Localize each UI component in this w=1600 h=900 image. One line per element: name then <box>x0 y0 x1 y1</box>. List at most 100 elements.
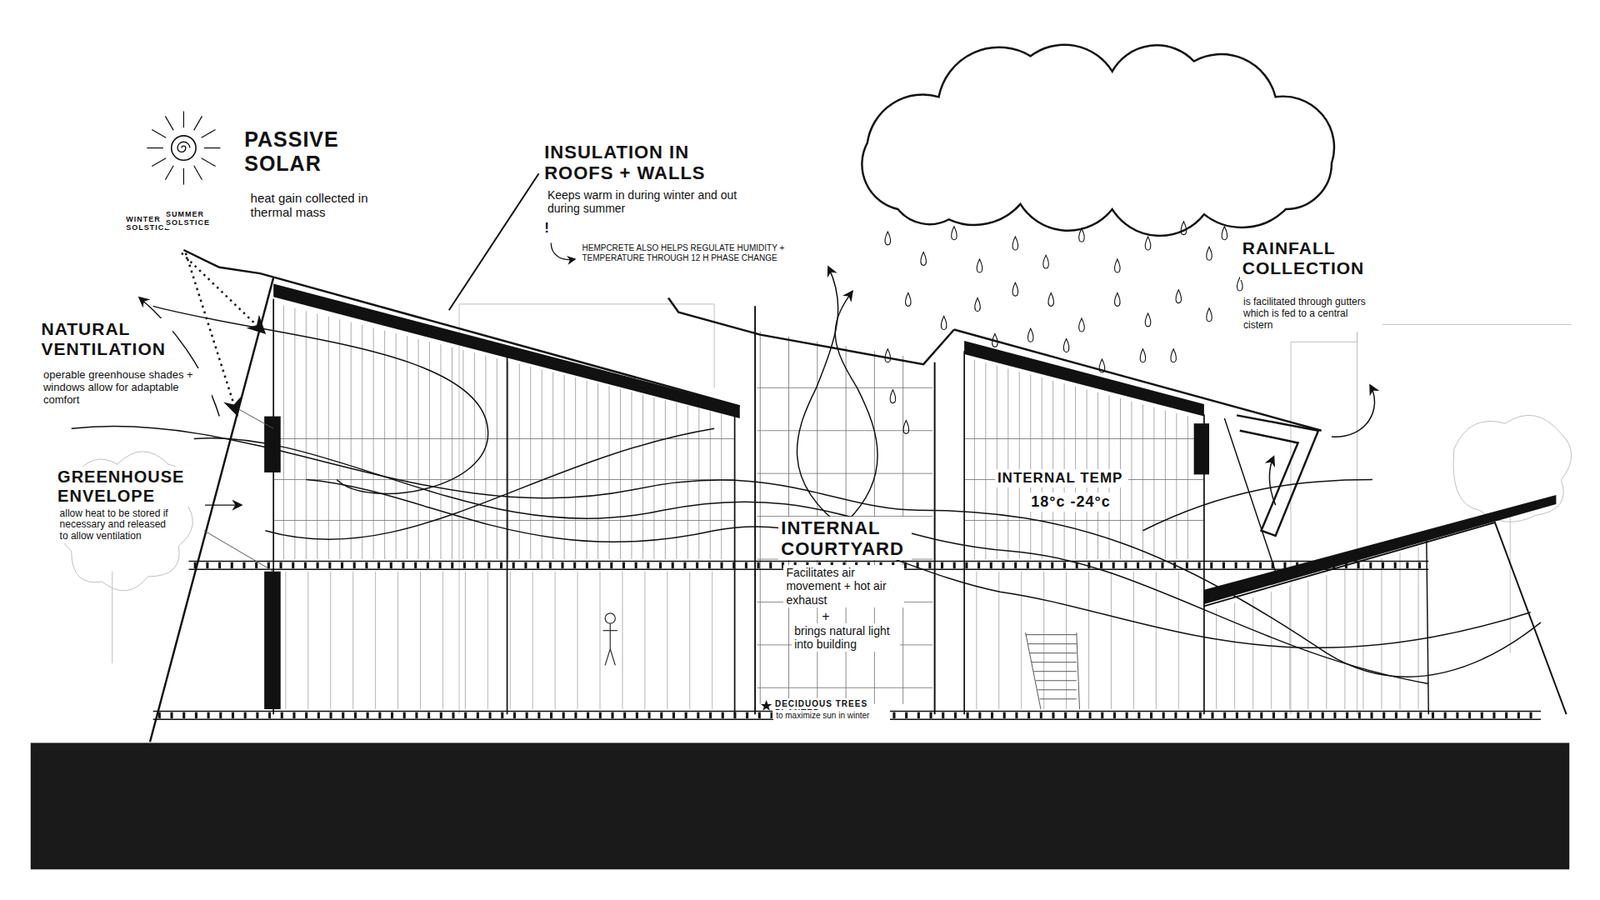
annotation-heading: 18°c -24°c <box>1028 492 1120 512</box>
floor-joist <box>476 712 480 719</box>
annotation-note: Facilitates air movement + hot air exhau… <box>783 565 905 607</box>
air-flow <box>1142 480 1373 531</box>
wall-stud <box>1234 603 1235 710</box>
annotation-heading: ! <box>541 219 555 238</box>
floor-joist <box>292 712 295 719</box>
wall-stud <box>597 383 599 560</box>
wall-stud <box>1019 371 1020 560</box>
annotation-note: operable greenhouse shades + windows all… <box>40 368 212 408</box>
background-tree <box>1453 415 1572 522</box>
rain-drop <box>1145 313 1151 327</box>
sun-ray <box>183 168 185 185</box>
floor-joist <box>440 712 443 719</box>
floor-joist <box>378 712 381 719</box>
floor-joist <box>489 712 492 719</box>
wall-stud <box>465 571 466 710</box>
floor-joist <box>1064 712 1067 719</box>
stair <box>1033 670 1076 672</box>
floor-joist <box>390 562 393 569</box>
rain-drop <box>1115 292 1121 306</box>
floor-joist <box>574 712 577 719</box>
stair <box>1037 689 1077 690</box>
wall-stud <box>985 362 986 560</box>
floor-joist <box>1309 712 1312 719</box>
floor-joist <box>1185 562 1189 569</box>
floor-joist <box>757 562 760 569</box>
sun-spiral <box>177 141 190 152</box>
floor-joist <box>1186 712 1190 719</box>
floor-joist <box>401 562 405 569</box>
floor-joist <box>242 562 245 569</box>
floor-joist <box>1395 712 1398 719</box>
sun-ray <box>201 158 216 167</box>
floor-joist <box>990 562 993 569</box>
rain-drop <box>890 390 896 404</box>
wall-stud <box>530 366 531 560</box>
floor-joist <box>610 562 613 569</box>
annotation-heading: PASSIVE SOLAR <box>241 126 359 177</box>
floor-joist <box>1174 712 1177 719</box>
greenhouse-strut <box>236 408 274 429</box>
floor-joist <box>560 562 564 569</box>
roof-line <box>954 330 1322 431</box>
floor-joist <box>487 562 490 569</box>
floor-joist <box>218 562 221 569</box>
floor-joist <box>291 562 295 569</box>
column <box>1426 540 1429 715</box>
annotation-heading: NATURAL VENTILATION <box>39 318 173 360</box>
wall-stud <box>653 397 655 560</box>
wall-stud <box>1041 377 1043 560</box>
floor-joist <box>585 562 589 569</box>
sun <box>171 135 196 160</box>
rain-drop <box>975 298 981 312</box>
floor-joist <box>1124 562 1127 569</box>
floor-joist <box>562 712 565 719</box>
leader-arrow <box>550 242 575 260</box>
rain-drop <box>1170 349 1177 363</box>
annotation-note: is facilitated through gutters which is … <box>1240 295 1383 332</box>
floor-joist <box>758 712 761 719</box>
rain-drop <box>951 226 958 240</box>
rain-drop <box>885 349 891 363</box>
floor-joist <box>1136 562 1140 569</box>
floor-joist <box>426 562 430 569</box>
stair <box>1025 634 1077 635</box>
wall-stud <box>283 305 285 560</box>
floor-joist <box>427 712 430 719</box>
annotation-heading: GREENHOUSE ENVELOPE <box>55 466 205 507</box>
floor-joist <box>745 712 749 719</box>
floor-joist <box>354 712 357 719</box>
exhaust-arrow <box>797 267 848 531</box>
floor-joist <box>586 712 590 719</box>
annotation-heading: RAINFALL COLLECTION <box>1240 237 1390 280</box>
sun-ray <box>204 147 221 149</box>
rain-drop <box>1043 255 1050 269</box>
wall-stud <box>711 571 713 710</box>
wall-stud <box>496 358 498 560</box>
floor-joist <box>280 712 284 719</box>
rain-drop <box>940 316 947 330</box>
beam <box>964 520 1205 521</box>
wall-stud <box>373 327 375 560</box>
floor-joist <box>1112 562 1115 569</box>
floor-joist <box>977 562 980 569</box>
stair <box>1030 652 1077 654</box>
floor-joist <box>317 712 320 719</box>
floor-joist <box>978 712 981 719</box>
wall-stud <box>1380 558 1382 710</box>
glazing-transom <box>757 687 934 689</box>
summer-sun-ray <box>181 253 264 332</box>
floor-joist <box>745 562 748 569</box>
floor-joist <box>917 712 920 719</box>
floor-joist <box>1272 712 1275 719</box>
person <box>605 613 615 624</box>
wall-stud <box>1175 413 1177 560</box>
floor-joist <box>365 562 368 569</box>
rain-drop <box>920 251 927 265</box>
wall-stud <box>474 352 475 560</box>
floor-joist <box>1027 712 1030 719</box>
floor-joist <box>1382 712 1385 719</box>
wall-stud <box>1252 597 1254 710</box>
floor-joist <box>304 562 307 569</box>
